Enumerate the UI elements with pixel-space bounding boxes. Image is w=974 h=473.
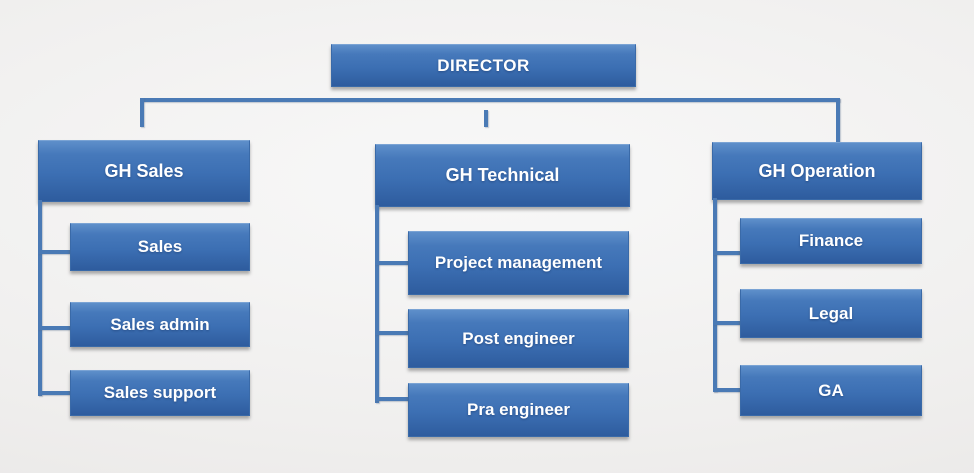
org-node-finance: Finance [740, 218, 922, 264]
connector-gh-sales-stub-2 [38, 326, 72, 330]
connector-top-middle-tick [484, 110, 488, 127]
org-node-gh-technical: GH Technical [375, 144, 630, 207]
connector-gh-technical-stub-1 [375, 261, 410, 265]
connector-gh-sales-stub-1 [38, 250, 72, 254]
org-node-post-engineer: Post engineer [408, 309, 629, 368]
connector-gh-sales-vertical [38, 200, 42, 396]
connector-gh-sales-stub-3 [38, 391, 72, 395]
org-node-legal: Legal [740, 289, 922, 338]
org-node-sales-support: Sales support [70, 370, 250, 416]
org-node-sales-admin: Sales admin [70, 302, 250, 347]
connector-gh-operation-stub-3 [713, 388, 742, 392]
connector-gh-operation-stub-1 [713, 251, 742, 255]
org-node-gh-sales: GH Sales [38, 140, 250, 202]
org-node-gh-operation: GH Operation [712, 142, 922, 200]
connector-gh-technical-vertical [375, 205, 379, 403]
connector-top-right-drop [836, 98, 840, 144]
org-node-pra-engineer: Pra engineer [408, 383, 629, 437]
org-node-director: DIRECTOR [331, 44, 636, 87]
connector-gh-technical-stub-3 [375, 397, 410, 401]
connector-gh-operation-stub-2 [713, 321, 742, 325]
connector-top-horizontal [140, 98, 840, 102]
org-node-ga: GA [740, 365, 922, 416]
org-node-sales: Sales [70, 223, 250, 271]
connector-top-left-drop [140, 98, 144, 127]
org-node-project-management: Project management [408, 231, 629, 295]
connector-gh-technical-stub-2 [375, 331, 410, 335]
connector-gh-operation-vertical [713, 198, 717, 392]
